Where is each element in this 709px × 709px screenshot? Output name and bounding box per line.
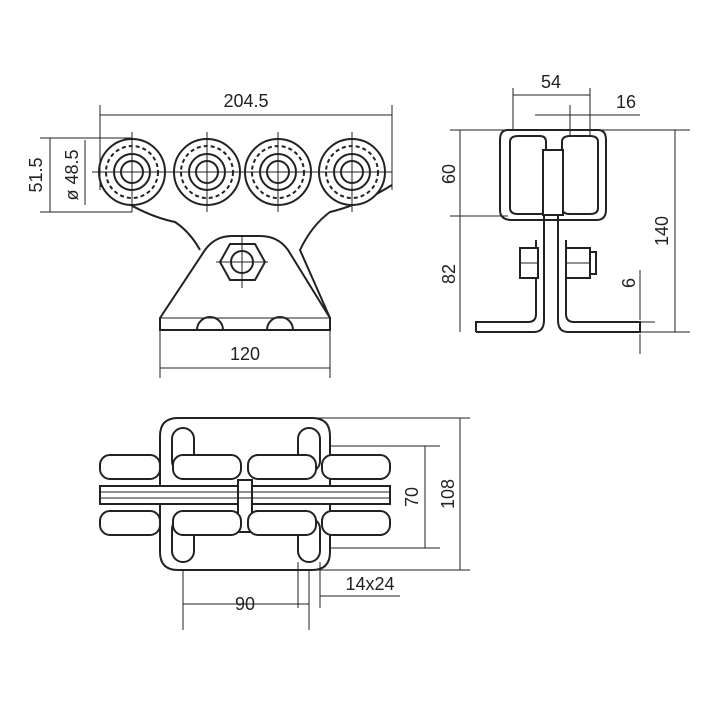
top-wheel-3b [247, 510, 317, 536]
side-axle-body [542, 149, 564, 216]
side-housing [499, 129, 607, 221]
dim-base-width: 120 [159, 330, 331, 378]
label-wheel-diameter: ø 48.5 [62, 149, 82, 200]
label-outer-height: 108 [438, 479, 458, 509]
label-front-height: 51.5 [26, 157, 46, 192]
top-wheel-2b [172, 510, 242, 536]
label-inner-height: 70 [402, 487, 422, 507]
label-wheel-height: 60 [439, 164, 459, 184]
dim-inner-height: 70 [330, 445, 440, 549]
front-wheel-2 [167, 132, 247, 212]
dim-total-height: 140 [598, 129, 690, 333]
top-wheel-1b [99, 510, 161, 536]
label-slot-size: 14x24 [345, 574, 394, 594]
side-bolt [519, 247, 597, 279]
label-plate-thickness: 6 [619, 278, 639, 288]
top-wheel-2a [172, 454, 242, 480]
side-wheel-left [509, 135, 547, 215]
side-view: 54 16 60 82 140 [439, 72, 690, 354]
dim-side-top-width: 54 [512, 72, 591, 130]
dim-lower-height: 82 [439, 216, 461, 332]
top-wheel-4a [321, 454, 391, 480]
label-side-top-width: 54 [541, 72, 561, 92]
dim-plate-thickness: 6 [619, 270, 655, 354]
dim-outer-height: 108 [312, 417, 470, 571]
top-view: 108 70 90 14x24 [99, 417, 470, 630]
side-wheel-right [561, 135, 599, 215]
dim-overall-width: 204.5 [99, 91, 393, 190]
label-base-width: 120 [230, 344, 260, 364]
dim-wheel-height: 60 [439, 129, 508, 217]
dim-wheel-diameter: ø 48.5 [62, 140, 86, 205]
label-hole-spacing: 90 [235, 594, 255, 614]
top-wheel-3a [247, 454, 317, 480]
front-slot-left [196, 316, 224, 331]
front-wheel-1 [92, 132, 172, 212]
front-slot-right [266, 316, 294, 331]
dim-wheel-width: 16 [535, 92, 640, 136]
front-bracket-outline [159, 235, 331, 331]
label-wheel-width: 16 [616, 92, 636, 112]
label-lower-height: 82 [439, 264, 459, 284]
front-wheel-3 [238, 132, 318, 212]
front-wheel-4 [312, 132, 392, 212]
dim-hole-spacing: 90 [182, 570, 310, 630]
top-wheel-4b [321, 510, 391, 536]
front-bolt [216, 236, 268, 288]
label-total-height: 140 [652, 216, 672, 246]
top-wheel-1a [99, 454, 161, 480]
dim-front-height: 51.5 [26, 137, 132, 213]
front-view: 204.5 51.5 ø 48.5 120 [26, 91, 393, 378]
dim-slot-size: 14x24 [297, 562, 400, 608]
label-overall-width: 204.5 [223, 91, 268, 111]
